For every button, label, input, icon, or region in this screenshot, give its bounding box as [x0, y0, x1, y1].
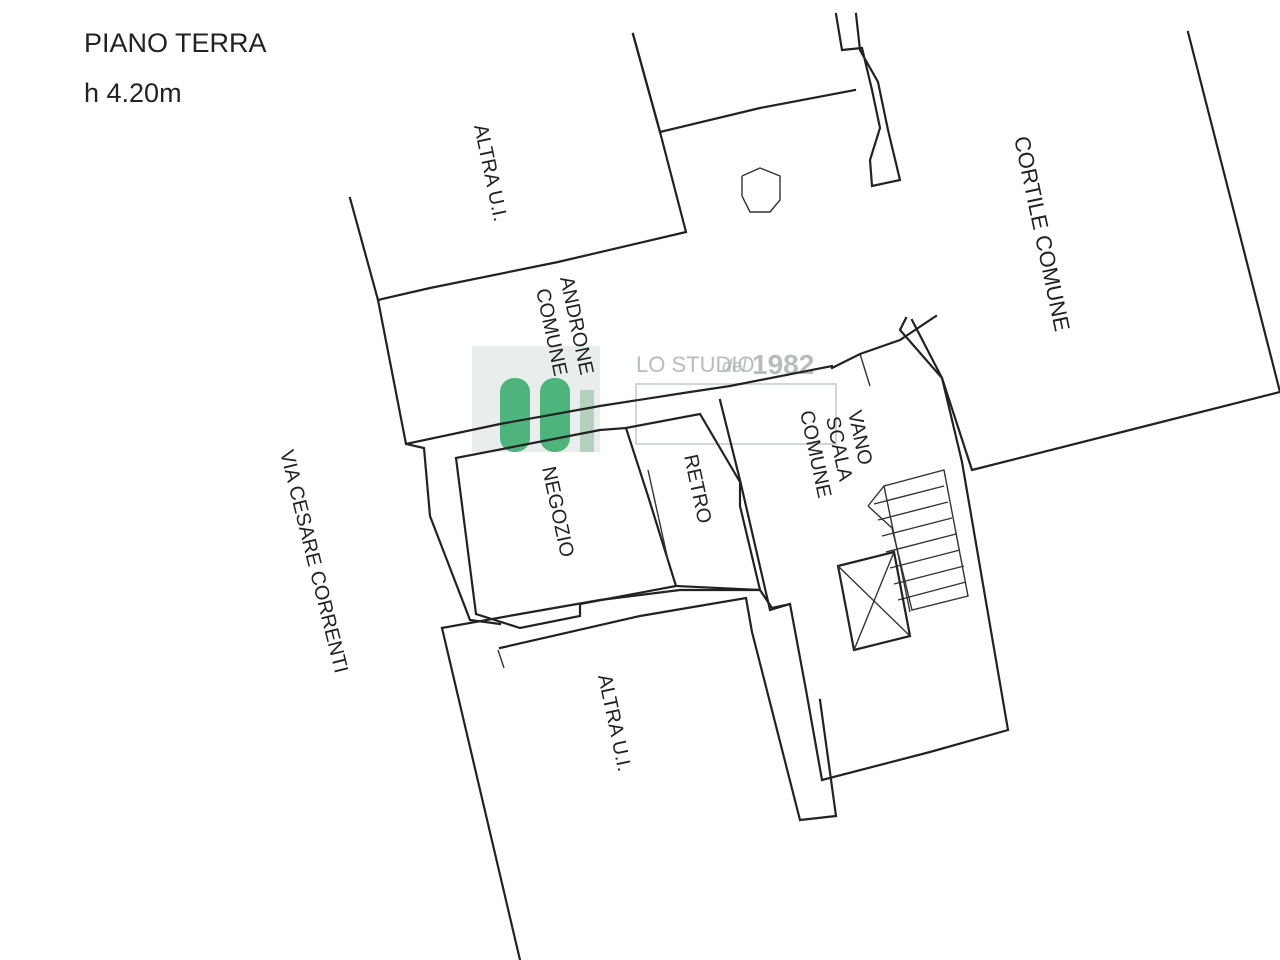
- wall-marker: [859, 353, 871, 387]
- wall-altra-ui-top: [631, 32, 857, 134]
- wall-marker: [497, 649, 505, 669]
- staircase: [867, 469, 969, 613]
- watermark-del: del: [722, 356, 747, 376]
- wall-androne-south: [404, 364, 834, 446]
- floor-title: PIANO TERRA: [84, 28, 267, 58]
- wall-altra-ui-bottom-east: [440, 588, 792, 630]
- label-altra-ui-top: ALTRA U.I.: [469, 122, 511, 223]
- label-negozio: NEGOZIO: [537, 464, 578, 559]
- label-retro: RETRO: [679, 452, 715, 525]
- floor-height: h 4.20m: [84, 78, 182, 108]
- label-altra-ui-bottom: ALTRA U.I.: [593, 672, 635, 773]
- wall-altra-ui-west: [631, 32, 662, 134]
- wall-negozio: [454, 426, 678, 630]
- wall-altra-ui-top-right: [376, 130, 688, 302]
- wall-column-top: [834, 12, 902, 188]
- label-cortile-comune: CORTILE COMUNE: [1009, 134, 1075, 334]
- wall-altra-ui-bottom: [440, 626, 522, 960]
- column-detail: [741, 167, 781, 213]
- wall-altra-ui-bottom-inner: [498, 596, 838, 822]
- wall-retro-partition: [647, 469, 669, 561]
- wall-street-facade: [348, 196, 502, 626]
- watermark-studio: LO STUDIO: [636, 352, 755, 377]
- studio-watermark: LO STUDIO del 1982: [472, 346, 837, 452]
- watermark-logo-mark: [580, 390, 594, 452]
- wall-stair-core: [718, 316, 1010, 782]
- lift-shaft: [836, 550, 912, 652]
- wall-courtyard-east: [910, 30, 1280, 472]
- watermark-logo-mark: [500, 378, 530, 452]
- wall-stair-inner: [830, 314, 938, 370]
- label-street: VIA CESARE CORRENTI: [275, 448, 352, 675]
